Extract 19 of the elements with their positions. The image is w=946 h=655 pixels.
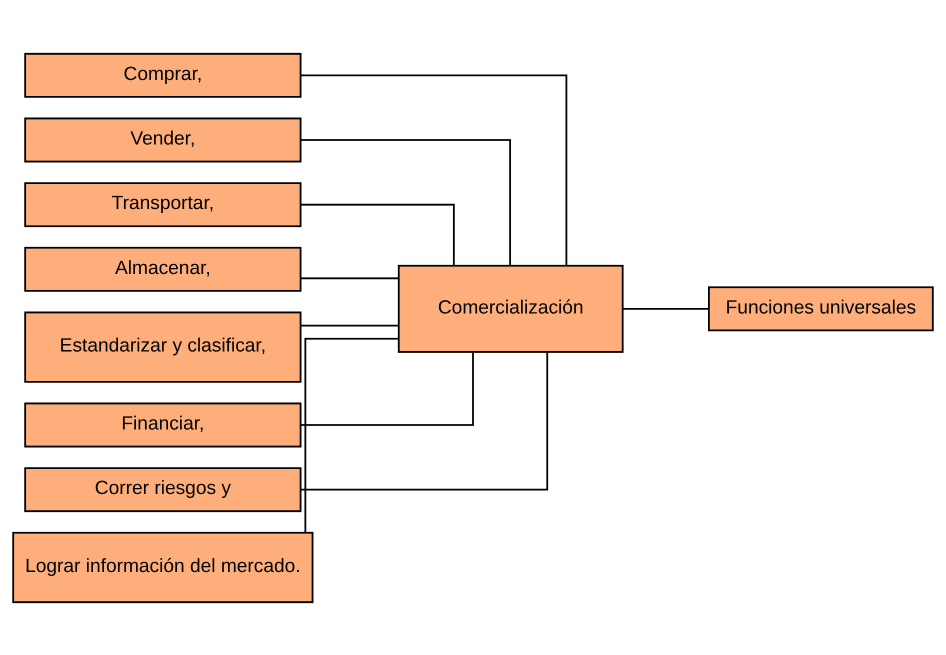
connector [300,203,455,266]
node-box: Transportar, [24,182,302,227]
connector [623,307,709,310]
node-box: Vender, [24,117,302,162]
node-box: Almacenar, [24,246,302,292]
connector [304,337,399,532]
connector [300,352,474,426]
node-box: Comercialización [398,264,624,352]
connector [300,324,399,326]
connector [301,352,548,490]
connector [300,74,568,265]
node-box: Funciones universales [708,286,934,331]
connector [300,138,512,265]
node-box: Lograr información del mercado. [12,531,314,603]
node-box: Financiar, [24,402,302,447]
node-box: Comprar, [24,52,302,98]
node-box: Correr riesgos y [24,466,302,512]
node-box: Estandarizar y clasificar, [24,311,302,382]
connector [300,276,399,279]
